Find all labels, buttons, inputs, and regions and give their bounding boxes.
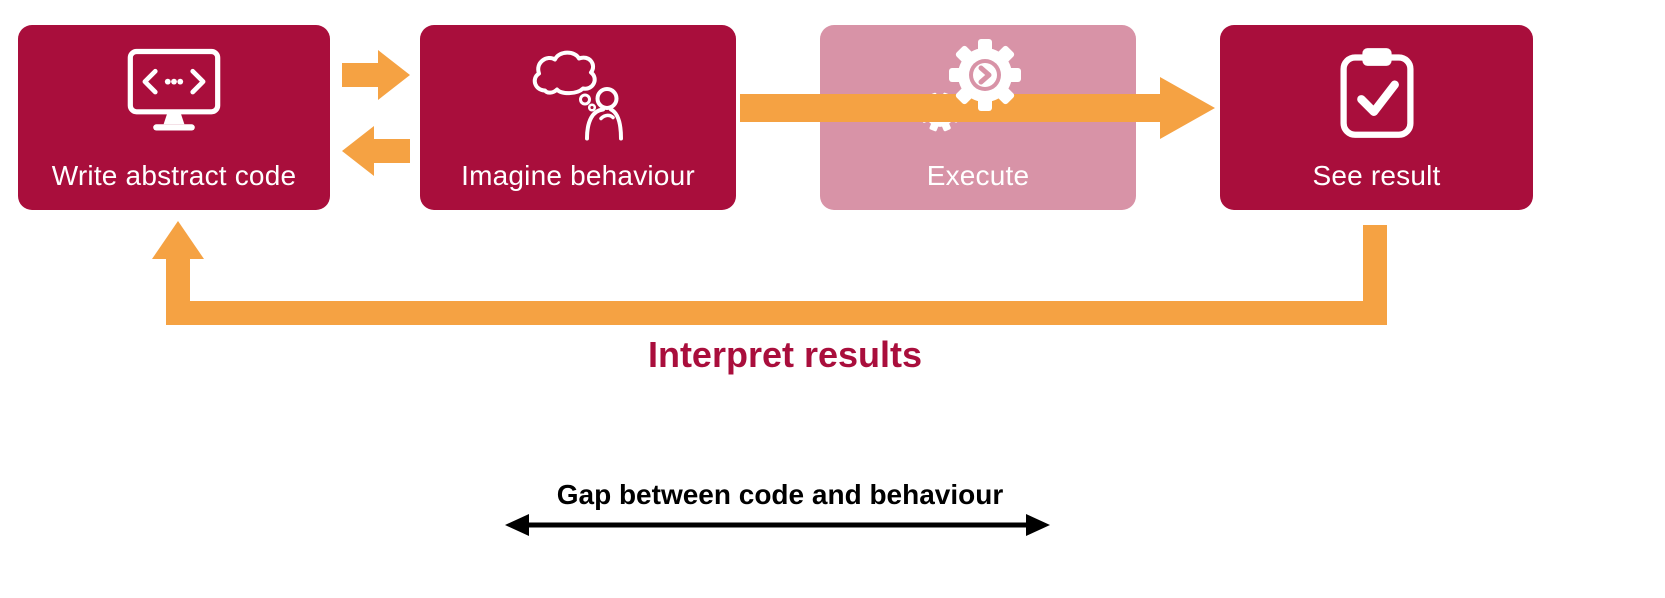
big-gear-icon: [949, 39, 1021, 111]
clipboard-check-icon: [1220, 45, 1533, 141]
interpret-loop-arrow-left-segment: [166, 258, 190, 325]
step-label: Imagine behaviour: [461, 160, 695, 191]
monitor-code-icon: [18, 45, 330, 137]
step-imagine-behaviour: Imagine behaviour: [420, 25, 736, 210]
execute-flow-arrow: [740, 77, 1215, 139]
forward-arrow: [342, 50, 410, 100]
thought-bubble-person-icon: [420, 45, 736, 143]
interpret-loop-arrowhead: [152, 221, 204, 259]
step-see-result: See result: [1220, 25, 1533, 210]
step-label: Execute: [926, 160, 1030, 191]
step-label: Write abstract code: [51, 160, 297, 191]
gap-label: Gap between code and behaviour: [556, 479, 1004, 510]
step-write-abstract-code: Write abstract code: [18, 25, 330, 210]
back-arrow: [342, 126, 410, 176]
interpret-loop-arrow-bottom-segment: [166, 301, 1387, 325]
gap-double-arrow: [505, 514, 1050, 536]
step-label: See result: [1312, 160, 1441, 191]
interpret-results-label: Interpret results: [647, 334, 923, 375]
